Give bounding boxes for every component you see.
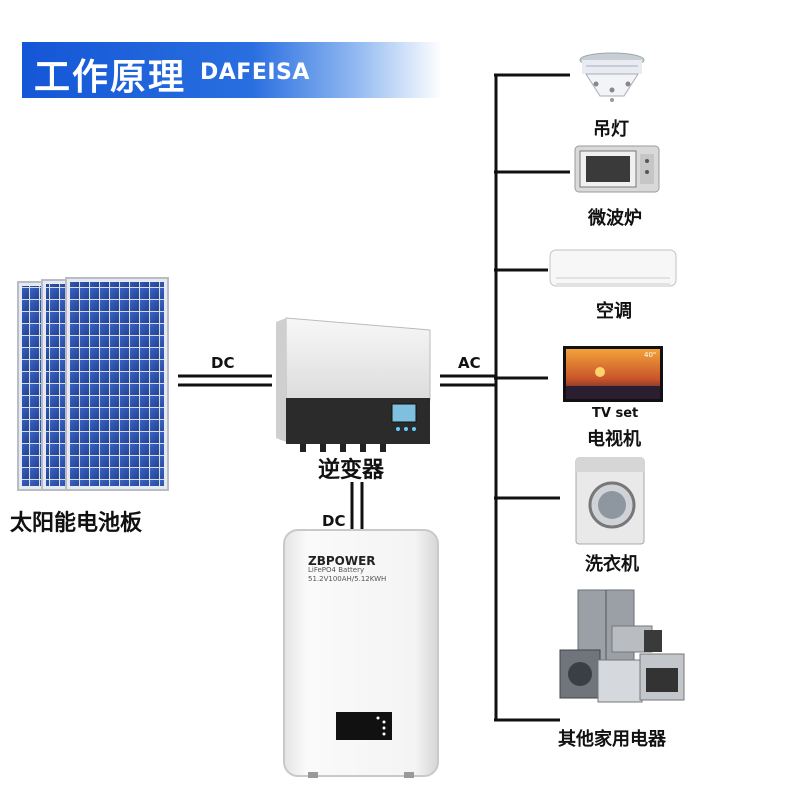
appliances-icon [560,590,684,702]
tv-icon: 40" [563,346,663,402]
ac-label: AC [458,354,481,372]
microwave-icon [575,146,659,192]
load-label-chandelier: 吊灯 [593,115,629,141]
load-label-air-conditioner: 空调 [596,297,632,323]
load-sublabel-tv: TV set [592,406,638,421]
inverter-icon [276,318,430,452]
chandelier-icon [580,53,644,102]
air-conditioner-icon [550,250,676,287]
dc-label-solar: DC [211,354,234,372]
solar-panel-label: 太阳能电池板 [10,505,142,537]
battery-spec: 51.2V100AH/5.12KWH [308,575,386,583]
battery-type: LiFePO4 Battery [308,566,364,574]
tv-screen-text: 40" [644,351,656,359]
load-label-washing-machine: 洗衣机 [585,550,639,576]
dc-label-battery: DC [322,512,345,530]
solar-panel-icon [18,278,168,490]
inverter-label: 逆变器 [318,452,384,484]
load-label-microwave: 微波炉 [588,204,642,230]
load-label-tv: 电视机 [587,425,641,451]
washing-machine-icon [576,458,644,544]
load-label-other: 其他家用电器 [558,725,666,751]
